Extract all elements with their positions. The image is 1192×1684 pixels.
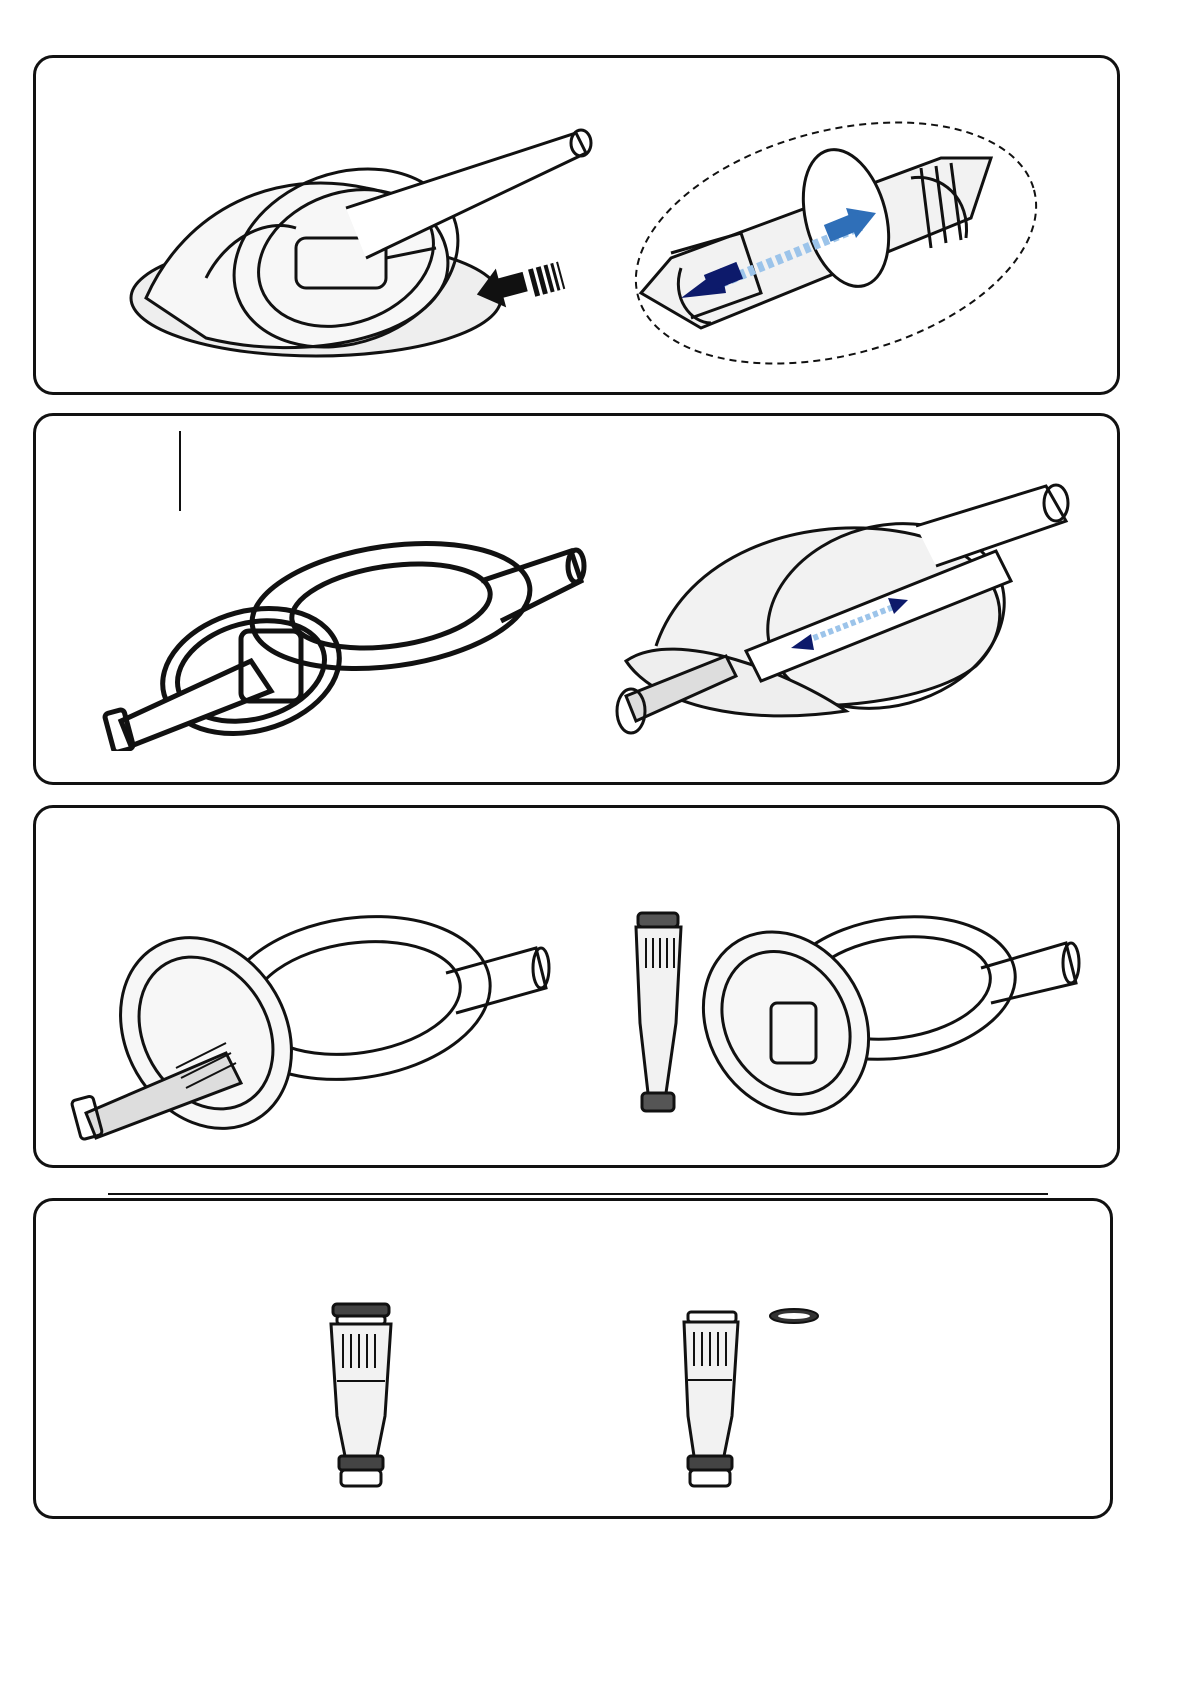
shaft-with-ring-removed [666,1296,836,1496]
hose-connector-detail [611,118,1051,368]
o-ring-part [770,1309,818,1323]
panel-step-1 [33,55,1120,395]
panel-step-4 [33,1198,1113,1519]
cleaner-open-with-shaft [596,466,1106,766]
cleaner-with-shaft-removed [596,893,1116,1143]
callout-line [179,431,181,511]
shaft-part [636,913,681,1111]
panel-step-2 [33,413,1120,785]
cleaner-with-hose-insert [106,128,626,388]
shaft-assembly [311,1296,421,1496]
panel-top-rule [108,1193,1048,1195]
cleaner-open-shaft-out [56,903,576,1143]
panel-step-3 [33,805,1120,1168]
cleaner-closed [101,511,601,751]
